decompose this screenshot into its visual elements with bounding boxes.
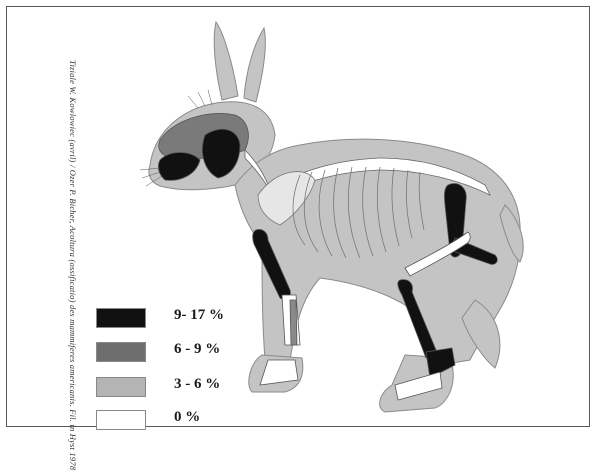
legend-label: 6 - 9 % <box>174 341 220 358</box>
legend-swatch <box>96 308 146 328</box>
legend-swatch <box>96 410 146 430</box>
side-caption: Tiziale W. Kowlowiec (avril) / Ozer P. B… <box>68 60 78 470</box>
legend-swatch <box>96 377 146 397</box>
rabbit-skeleton-illustration <box>0 0 598 435</box>
legend-label: 3 - 6 % <box>174 376 220 393</box>
legend-label: 9- 17 % <box>174 307 224 324</box>
figure-page: Tiziale W. Kowlowiec (avril) / Ozer P. B… <box>0 0 598 435</box>
legend-swatch <box>96 342 146 362</box>
legend-label: 0 % <box>174 409 200 426</box>
